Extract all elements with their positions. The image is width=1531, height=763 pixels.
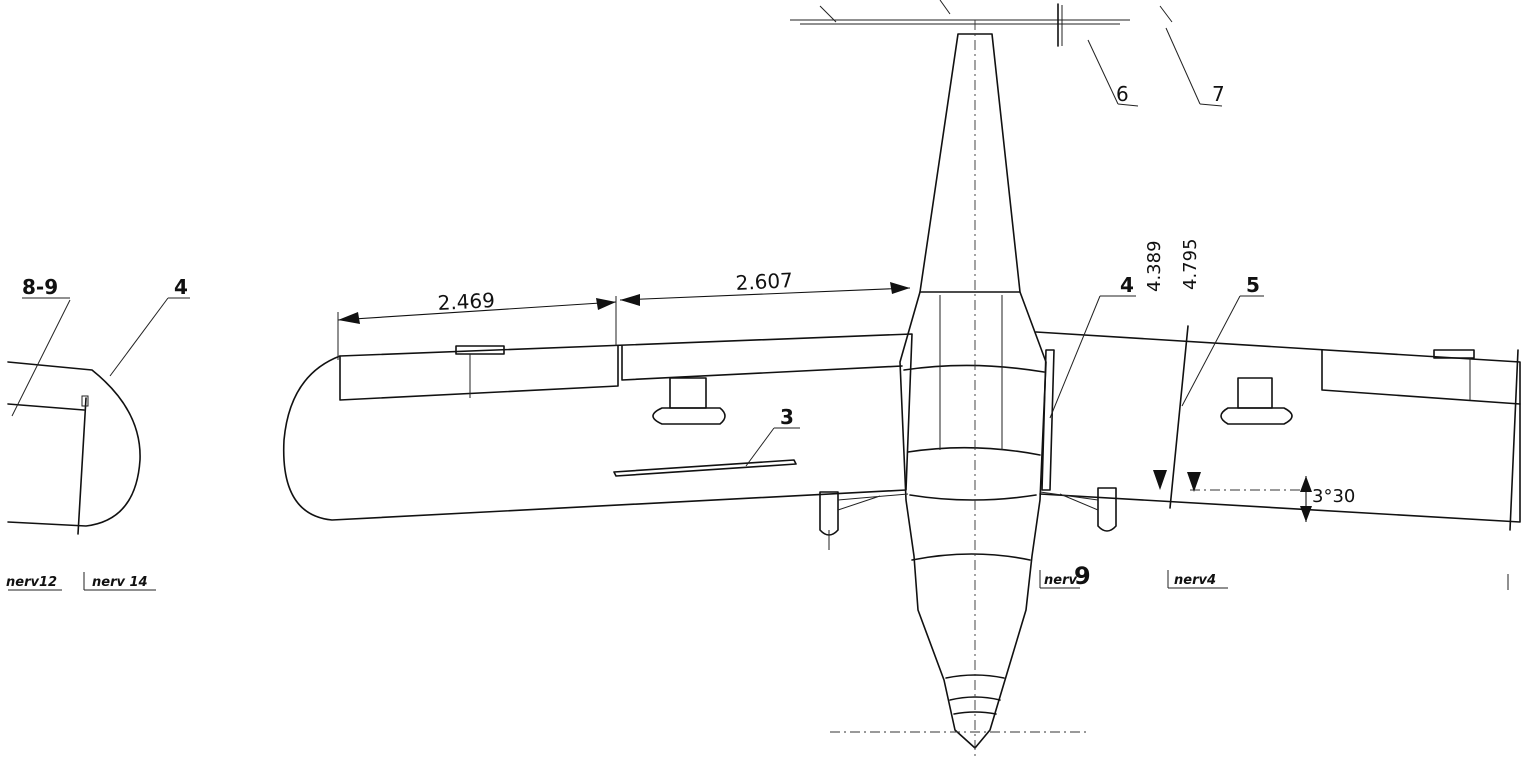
dimension-station-b: 4.795 bbox=[1180, 238, 1201, 290]
dimension-station-a: 4.389 bbox=[1144, 240, 1165, 292]
label-ref-6: 6 bbox=[1116, 82, 1129, 106]
label-ref-5: 5 bbox=[1246, 273, 1260, 297]
label-ref-9: 9 bbox=[1074, 562, 1091, 590]
rib-markers bbox=[8, 570, 1509, 591]
rib-label-nerv-12: nerv12 bbox=[6, 575, 57, 590]
dimension-span-inner: 2.607 bbox=[735, 268, 793, 295]
dimension-dihedral: 3°30 bbox=[1312, 486, 1355, 507]
left-wing bbox=[282, 333, 913, 550]
dimension-span-outer: 2.469 bbox=[437, 288, 495, 315]
dimension-lines bbox=[337, 282, 1312, 522]
label-ref-7: 7 bbox=[1212, 82, 1225, 106]
label-ref-8-9: 8-9 bbox=[22, 275, 58, 299]
rib-label-nerv-9: nerv bbox=[1044, 573, 1077, 588]
label-ref-3: 3 bbox=[780, 405, 794, 429]
label-ref-4-right: 4 bbox=[1120, 273, 1134, 297]
leader-lines bbox=[11, 295, 1264, 467]
right-wing bbox=[1035, 325, 1521, 532]
fuselage bbox=[830, 20, 1090, 760]
wingtip-detail bbox=[7, 361, 141, 535]
rib-label-nerv-4: nerv4 bbox=[1174, 573, 1216, 588]
tail-fragment bbox=[790, 0, 1223, 107]
rib-label-nerv-14: nerv 14 bbox=[92, 575, 148, 590]
label-ref-4-left: 4 bbox=[174, 275, 188, 299]
